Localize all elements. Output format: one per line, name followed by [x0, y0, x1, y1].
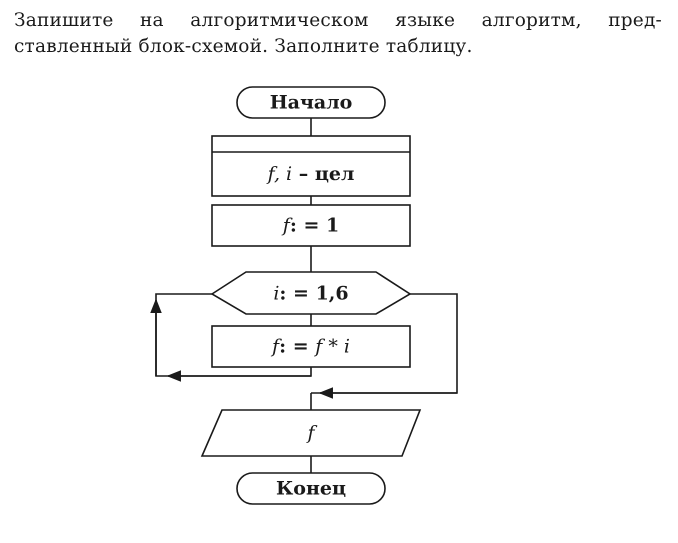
end-label: Конец: [276, 478, 346, 500]
assign-f-label: f: = 1: [281, 215, 339, 237]
assign-f-block: f: = 1: [211, 204, 411, 247]
start-label: Начало: [270, 92, 353, 114]
loop-header-label: i: = 1,6: [273, 283, 348, 305]
loop-body-block-shape: [211, 325, 411, 368]
assign-f-op: : = 1: [290, 215, 339, 237]
declaration-block: f, i – цел: [211, 135, 411, 197]
loop-header-shape: [210, 271, 412, 315]
task-text-line-1: Запишите на алгоритмическом языке алгори…: [14, 10, 662, 31]
declaration-block-shape: [211, 135, 411, 197]
loop-header: i: = 1,6: [210, 271, 412, 315]
flow-connectors: [150, 118, 458, 473]
declaration-vars: f, i: [266, 163, 293, 185]
loop-body-op: : =: [279, 336, 315, 358]
declaration-type: – цел: [292, 163, 354, 185]
loop-body-label: f: = f * i: [270, 336, 350, 358]
loop-range: : = 1,6: [279, 283, 348, 305]
assign-f-block-shape: [211, 204, 411, 247]
task-text-line-2: ставленный блок-схемой. Заполните таблиц…: [14, 36, 473, 57]
start-terminator: Начало: [236, 86, 386, 119]
end-terminator: Конец: [236, 472, 386, 505]
loop-body-var: f: [270, 336, 282, 358]
task-statement: Запишите на алгоритмическом языке алгори…: [14, 8, 662, 60]
output-block: f: [200, 409, 422, 457]
output-block-shape: [200, 409, 422, 457]
end-terminator-shape: [236, 472, 386, 505]
loop-body-expr: f * i: [313, 336, 350, 358]
declaration-label: f, i – цел: [266, 163, 355, 185]
start-terminator-shape: [236, 86, 386, 119]
assign-f-var: f: [281, 215, 293, 237]
output-label: f: [305, 422, 317, 444]
loop-var: i: [273, 283, 279, 305]
loop-body-block: f: = f * i: [211, 325, 411, 368]
